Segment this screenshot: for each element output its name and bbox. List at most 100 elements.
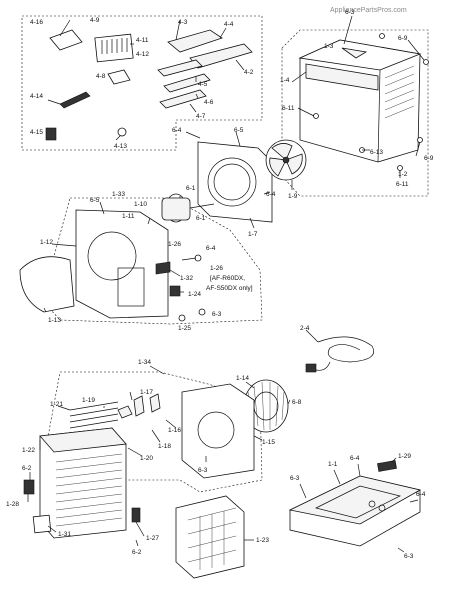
- label-1-7: 1-7: [248, 231, 258, 238]
- label-6-11-a: 6-11: [282, 105, 295, 112]
- label-6-4-c: 6-4: [206, 245, 216, 252]
- label-1-9: 1-9: [288, 193, 298, 200]
- front-grille: [55, 453, 123, 527]
- label-6-5-b: 6-5: [90, 197, 100, 204]
- part-labels: 6-3 6-9 1-3 1-4 6-11 6-13 6-9 1-2 6-11 4…: [6, 9, 434, 560]
- cabinet-group-border: [281, 29, 429, 197]
- part-1-1-base-pan: [288, 475, 422, 547]
- fan-shroud-assembly: [197, 139, 307, 223]
- screw-6-9b: [417, 137, 423, 143]
- label-1-11: 1-11: [122, 213, 135, 220]
- part-1-27-tab: [131, 507, 141, 523]
- label-1-1: 1-1: [328, 461, 338, 468]
- label-1-21: 1-21: [50, 401, 63, 408]
- part-1-31-label: [32, 514, 52, 534]
- part-4-6-strip: [159, 89, 207, 109]
- label-1-4: 1-4: [280, 77, 290, 84]
- label-6-3-top: 6-3: [345, 9, 355, 16]
- part-1-13-scroll: [19, 256, 75, 313]
- label-1-23: 1-23: [256, 537, 269, 544]
- label-6-4-b: 6-4: [266, 191, 276, 198]
- part-2-4-power-cord: [305, 336, 374, 373]
- label-6-9-top: 6-9: [398, 35, 408, 42]
- screw-6-9: [423, 59, 429, 65]
- label-4-9: 4-9: [90, 17, 100, 24]
- part-1-32-switch: [155, 261, 171, 275]
- label-4-11: 4-11: [136, 37, 149, 44]
- label-4-16: 4-16: [30, 19, 43, 26]
- part-1-7-shroud: [197, 141, 273, 223]
- watermark: AppliancePartsPros.com: [330, 7, 407, 14]
- label-4-8: 4-8: [96, 73, 106, 80]
- model-note-line-1: [AF-R60DX,: [210, 275, 245, 282]
- part-1-4-panel: [305, 63, 379, 91]
- label-6-4-e: 6-4: [416, 491, 426, 498]
- label-6-4-d: 6-4: [350, 455, 360, 462]
- label-6-5-a: 6-5: [234, 127, 244, 134]
- label-6-8: 6-8: [292, 399, 302, 406]
- label-4-4: 4-4: [224, 21, 234, 28]
- label-1-33: 1-33: [112, 191, 125, 198]
- label-4-7: 4-7: [196, 113, 206, 120]
- label-6-1-a: 6-1: [186, 185, 196, 192]
- accessory-group-border: [21, 15, 263, 151]
- label-4-12: 4-12: [136, 51, 149, 58]
- part-1-22-front-panel: [39, 427, 127, 539]
- label-6-3-a: 6-3: [212, 311, 222, 318]
- label-1-34: 1-34: [138, 359, 151, 366]
- label-1-15: 1-15: [262, 439, 275, 446]
- label-6-4-a: 6-4: [172, 127, 182, 134]
- label-6-13: 6-13: [370, 149, 383, 156]
- label-4-14: 4-14: [30, 93, 43, 100]
- part-1-29-label: [377, 460, 397, 472]
- part-1-15-housing: [181, 383, 255, 479]
- label-6-2-a: 6-2: [22, 465, 32, 472]
- label-1-18: 1-18: [158, 443, 171, 450]
- part-1-23-filter: [175, 495, 245, 579]
- part-4-5-strip: [157, 59, 203, 77]
- label-6-3-d: 6-3: [404, 553, 414, 560]
- label-1-22: 1-22: [22, 447, 35, 454]
- part-1-3-bracket: [341, 47, 368, 59]
- label-4-15: 4-15: [30, 129, 43, 136]
- part-4-15-clip: [45, 127, 57, 141]
- label-1-27: 1-27: [146, 535, 159, 542]
- label-6-9-right: 6-9: [424, 155, 434, 162]
- part-4-5b-strip: [163, 73, 211, 93]
- part-4-11-screw-pack: [94, 33, 134, 63]
- label-1-29: 1-29: [398, 453, 411, 460]
- model-note-line-2: AF-S50DX only]: [206, 285, 253, 292]
- front-panel-group-border: [39, 371, 263, 493]
- heater-elements: [69, 393, 161, 429]
- label-1-26-b: 1-26: [210, 265, 223, 272]
- label-1-20: 1-20: [140, 455, 153, 462]
- label-6-1-b: 6-1: [196, 215, 206, 222]
- label-6-11-b: 6-11: [396, 181, 409, 188]
- cabinet-louvers: [384, 65, 415, 119]
- label-1-31: 1-31: [58, 531, 71, 538]
- screw-6-11: [313, 113, 319, 119]
- part-6-2-clip: [23, 479, 35, 495]
- label-6-3-b: 6-3: [198, 467, 208, 474]
- label-1-14: 1-14: [236, 375, 249, 382]
- label-1-12: 1-12: [40, 239, 53, 246]
- part-1-24-capacitor: [169, 285, 181, 297]
- screw-6-3: [198, 308, 206, 316]
- label-4-6: 4-6: [204, 99, 214, 106]
- cabinet-assembly: [298, 33, 429, 171]
- label-1-16: 1-16: [168, 427, 181, 434]
- label-1-28: 1-28: [6, 501, 19, 508]
- label-1-32: 1-32: [180, 275, 193, 282]
- part-4-16-sheet: [49, 29, 83, 51]
- label-1-10: 1-10: [134, 201, 147, 208]
- screw-6-11b: [397, 165, 403, 171]
- label-1-25: 1-25: [178, 325, 191, 332]
- part-4-8-plate: [107, 69, 131, 85]
- label-1-24: 1-24: [188, 291, 201, 298]
- label-6-3-c: 6-3: [290, 475, 300, 482]
- label-4-2: 4-2: [244, 69, 254, 76]
- label-4-5: 4-5: [198, 81, 208, 88]
- label-6-2-b: 6-2: [132, 549, 142, 556]
- accessory-kit: [45, 29, 253, 141]
